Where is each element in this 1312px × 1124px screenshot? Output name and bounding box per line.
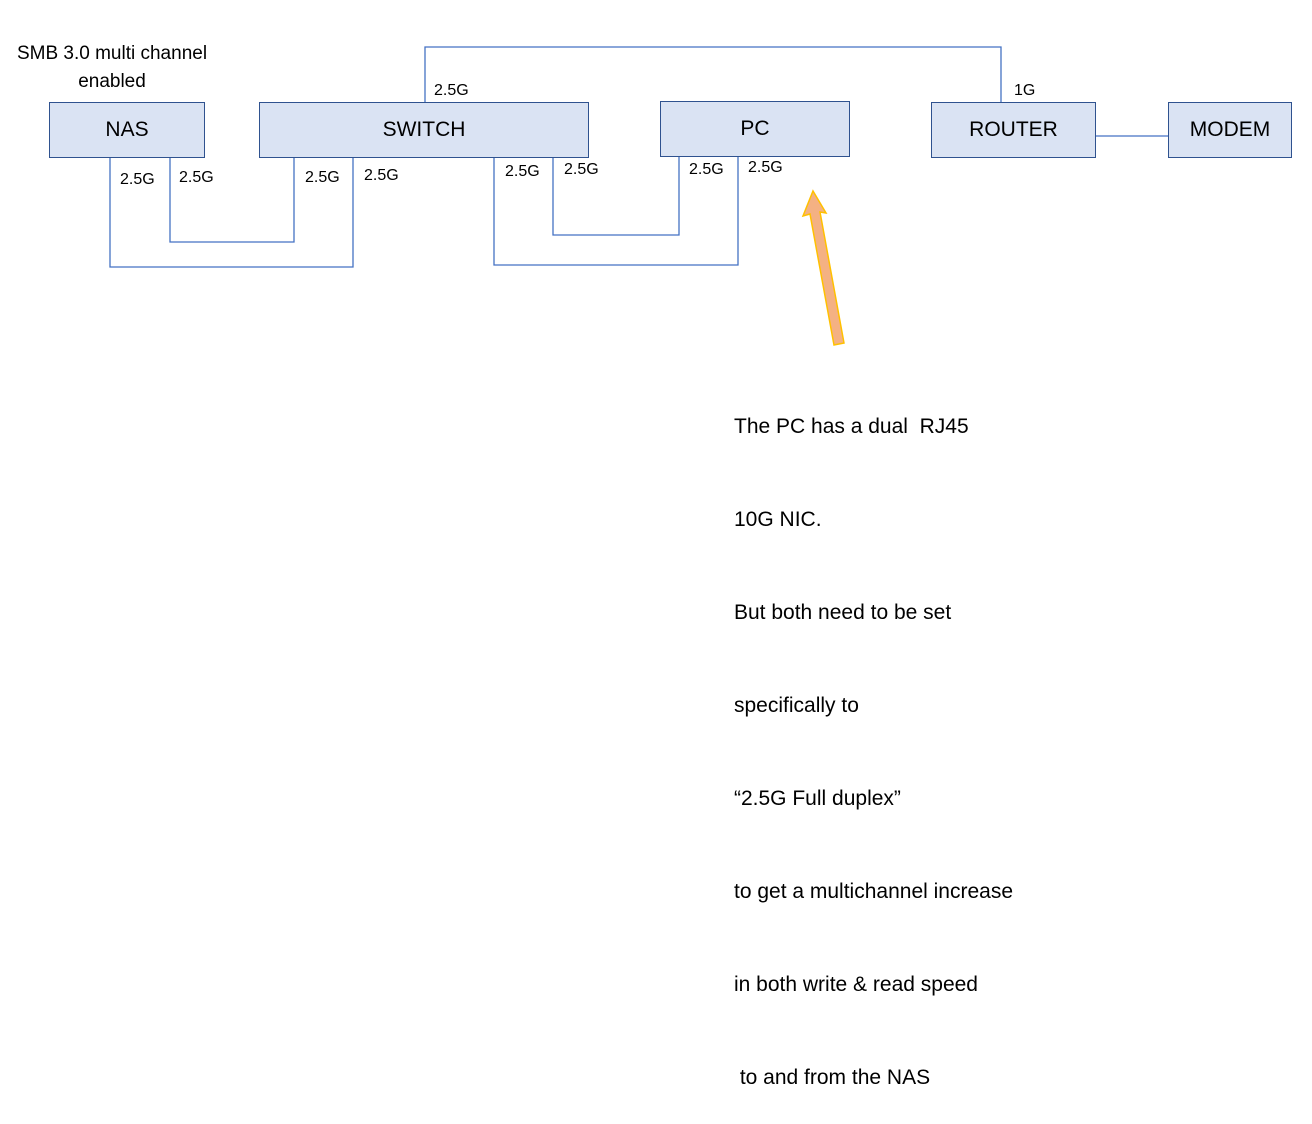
link-nas-switch-inner [169, 157, 295, 243]
smb-note-line-2: enabled [78, 71, 146, 92]
pc-box: PC [660, 101, 850, 157]
arrow-icon [801, 189, 845, 346]
nas-label: NAS [105, 118, 149, 141]
nas-box: NAS [49, 102, 205, 158]
router-label: ROUTER [969, 118, 1058, 141]
smb-multichannel-note: SMB 3.0 multi channel enabled [0, 40, 224, 96]
pc-port-2-speed: 2.5G [748, 159, 783, 176]
modem-label: MODEM [1189, 118, 1271, 141]
modem-box: MODEM [1168, 102, 1292, 158]
annotation-line: The PC has a dual RJ45 [734, 415, 969, 438]
switch-label: SWITCH [382, 118, 466, 141]
nas-port-1-speed: 2.5G [120, 171, 155, 188]
annotation-line: “2.5G Full duplex” [734, 787, 901, 810]
pc-nic-annotation: The PC has a dual RJ45 10G NIC. But both… [734, 349, 1013, 1124]
switch-pc-port-2-speed: 2.5G [564, 161, 599, 178]
router-uplink-speed: 1G [1014, 82, 1036, 99]
router-box: ROUTER [931, 102, 1096, 158]
network-diagram-canvas [109, 46, 1168, 346]
pc-port-1-speed: 2.5G [689, 161, 724, 178]
link-switch-router [424, 46, 1002, 102]
switch-box: SWITCH [259, 102, 589, 158]
annotation-line: specifically to [734, 694, 859, 717]
link-switch-pc-outer [493, 157, 739, 266]
annotation-line: But both need to be set [734, 601, 952, 624]
pc-label: PC [740, 117, 770, 140]
nas-port-2-speed: 2.5G [179, 169, 214, 186]
link-nas-switch-outer [109, 157, 354, 268]
annotation-line: 10G NIC. [734, 508, 822, 531]
smb-note-line-1: SMB 3.0 multi channel [16, 43, 208, 64]
link-switch-pc-inner [552, 157, 680, 236]
annotation-line: to and from the NAS [734, 1066, 931, 1089]
switch-nas-port-2-speed: 2.5G [364, 167, 399, 184]
switch-uplink-speed: 2.5G [434, 82, 469, 99]
switch-pc-port-1-speed: 2.5G [505, 163, 540, 180]
switch-nas-port-1-speed: 2.5G [305, 169, 340, 186]
annotation-line: in both write & read speed [734, 973, 978, 996]
annotation-line: to get a multichannel increase [734, 880, 1013, 903]
